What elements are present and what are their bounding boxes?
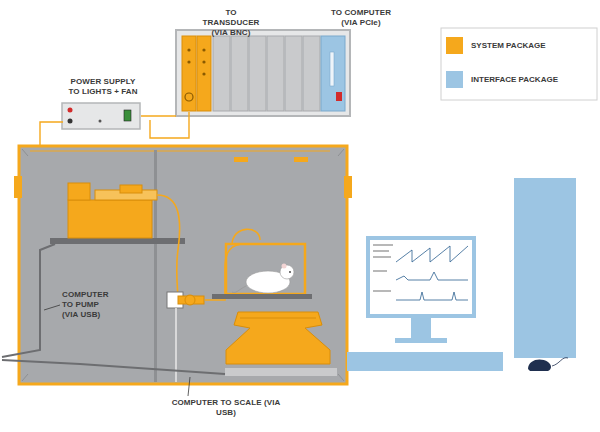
tubing [157,195,260,300]
chamber [19,146,347,384]
chamber-corner [22,149,344,381]
callout-label: POWER SUPPLY TO LIGHTS + FAN [66,77,140,97]
stand-pole [154,150,157,382]
legend-swatch [446,37,463,54]
base-plate [225,368,337,376]
tower [514,178,576,358]
bnc-port [185,93,193,101]
side-fitting [344,176,352,198]
syringe-pump [68,183,157,238]
keyboard [347,352,503,371]
shelf [50,238,185,244]
scale [226,312,330,364]
mouse [528,360,551,371]
power-supply [62,103,140,129]
legend-text: INTERFACE PACKAGE [471,75,558,85]
power-switch [336,92,342,101]
rack-empty-slots [213,36,320,111]
legend-swatch [446,71,463,88]
lights [234,157,308,162]
rack-module-orange [197,36,211,111]
platform [212,294,312,299]
legend-text: SYSTEM PACKAGE [471,41,546,51]
callout-label: TO COMPUTER (VIA PCIe) [326,8,396,28]
cage [226,244,305,294]
switch [124,110,131,121]
side-fitting [14,176,22,198]
rack-interface-module [321,36,345,111]
rack-case [176,30,350,116]
leader-line [188,377,190,396]
transducer [167,292,204,308]
rat [232,264,294,294]
leader-line [44,305,60,310]
callout-label: COMPUTER TO SCALE (VIA USB) [166,398,286,418]
computer [347,178,576,371]
handle [330,52,334,86]
callout-label: COMPUTER TO PUMP (VIA USB) [62,290,114,320]
legend-frame [441,28,597,100]
usb-cables [2,244,225,374]
rack-module-orange [182,36,196,111]
monitor [366,236,476,318]
callout-label: TO TRANSDUCER (VIA BNC) [196,8,266,38]
